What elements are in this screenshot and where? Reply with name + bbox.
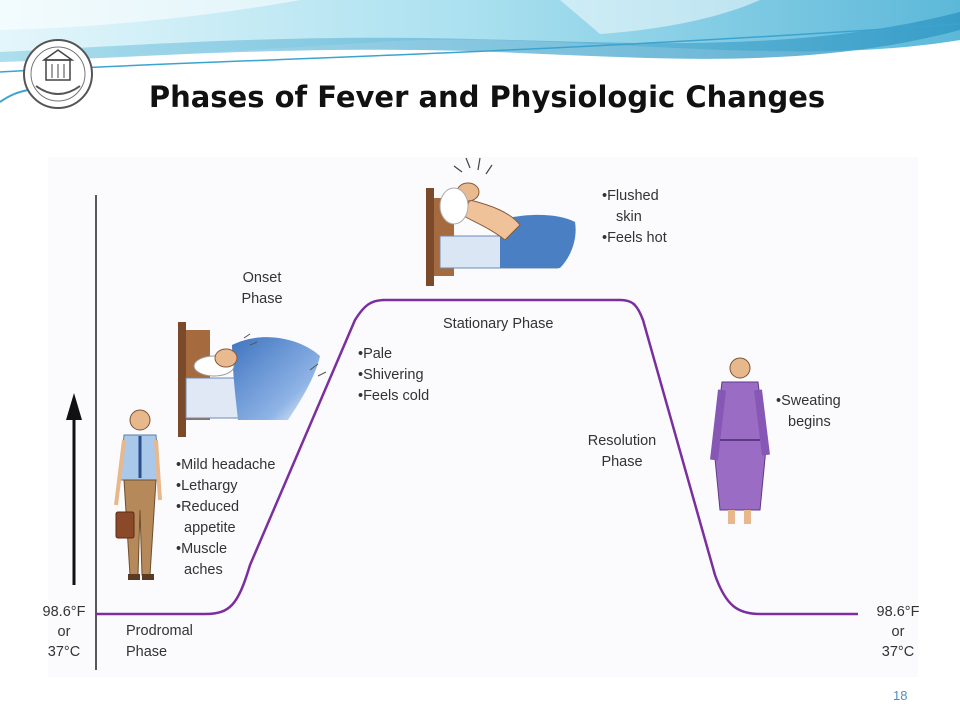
fever-curve: [96, 298, 858, 616]
baseline-temperature-right-label: 98.6°F or 37°C: [868, 602, 928, 662]
temperature-or-left: or: [57, 624, 71, 640]
rising-temperature-arrow-icon: [66, 393, 82, 585]
resolution-phase-label: Resolution Phase: [587, 433, 657, 470]
prodromal-phase-label: Prodromal Phase: [126, 623, 193, 660]
university-seal-logo: [23, 39, 93, 109]
slide-title: Phases of Fever and Physiologic Changes: [148, 80, 826, 114]
prodromal-symptoms-list: •Mild headache •Lethargy •Reduced appeti…: [176, 457, 276, 578]
temperature-celsius-right: 37°C: [881, 644, 915, 660]
onset-phase-label: Onset Phase: [241, 270, 283, 307]
stationary-phase-label: Stationary Phase: [443, 316, 554, 332]
resolution-symptoms-list: •Sweating begins: [776, 393, 841, 430]
man-in-bathrobe-illustration: [710, 357, 770, 524]
baseline-temperature-left-label: 98.6°F or 37°C: [36, 602, 92, 662]
shivering-patient-in-bed-illustration: [178, 322, 327, 437]
unwell-man-with-briefcase-illustration: [114, 409, 162, 580]
stationary-symptoms-list: •Flushed skin •Feels hot: [602, 188, 667, 246]
temperature-celsius-left: 37°C: [47, 644, 81, 660]
onset-symptoms-list: •Pale •Shivering •Feels cold: [358, 346, 430, 404]
temperature-fahrenheit-left: 98.6°F: [42, 604, 86, 620]
page-number: 18: [893, 688, 908, 703]
temperature-fahrenheit-right: 98.6°F: [876, 604, 920, 620]
header-wave-banner: [0, 0, 960, 103]
temperature-or-right: or: [891, 624, 905, 640]
hot-patient-in-bed-illustration: [426, 157, 576, 286]
